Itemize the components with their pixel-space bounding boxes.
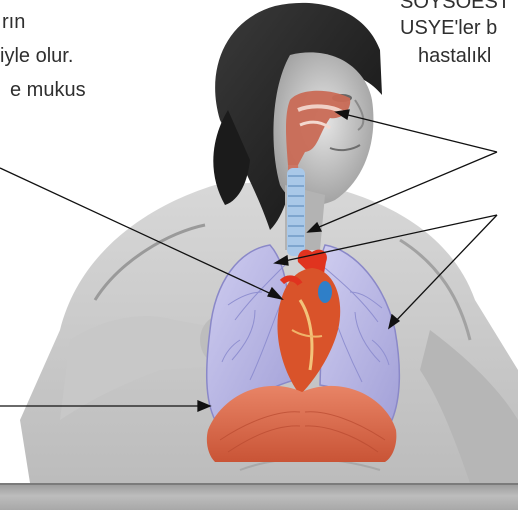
partial-text-right-1: SOYSOEST <box>400 0 510 14</box>
trachea <box>287 168 305 256</box>
bottom-bar <box>0 483 518 510</box>
partial-text-left-1: rın <box>2 10 25 34</box>
partial-text-right-2: USYE'ler b <box>400 16 497 40</box>
anatomy-illustration <box>0 0 518 483</box>
partial-text-left-3: e mukus <box>10 78 86 102</box>
partial-text-left-2: iyle olur. <box>0 44 73 68</box>
partial-text-right-3: hastalıkl <box>418 44 491 68</box>
pulmonary-vein <box>318 281 332 303</box>
